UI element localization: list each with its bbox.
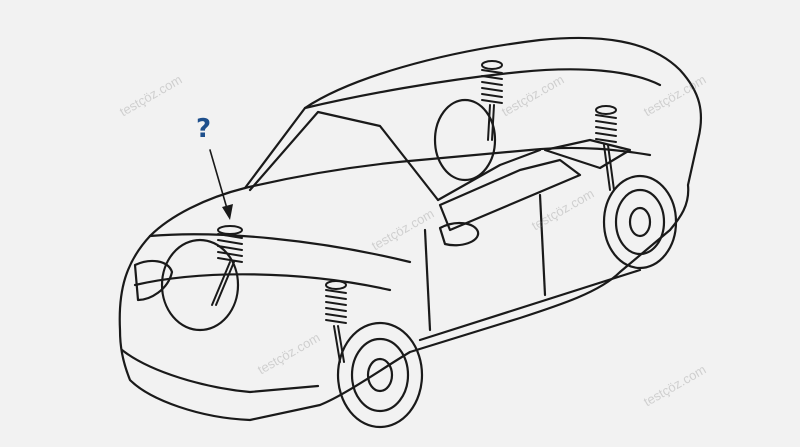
rear-window	[543, 138, 632, 170]
front-left-brake-disc	[160, 238, 240, 332]
hood-crease	[133, 273, 392, 292]
rear-left-brake-disc	[433, 98, 497, 182]
callout-arrow	[209, 149, 233, 220]
front-right-wheel	[336, 321, 424, 429]
windshield	[248, 110, 440, 202]
side-mirror	[438, 222, 480, 247]
rear-right-wheel	[602, 174, 678, 270]
rear-right-strut	[595, 105, 617, 191]
sill-line	[418, 268, 642, 342]
headlight	[133, 259, 174, 302]
door-line-rear	[538, 193, 547, 297]
front-bumper	[120, 348, 320, 394]
hood-line	[148, 233, 412, 264]
front-right-strut	[325, 280, 347, 363]
windshield-top	[303, 68, 662, 110]
car-body-outline	[118, 36, 702, 422]
roof-line	[243, 146, 652, 190]
side-window	[438, 158, 582, 232]
question-mark: ?	[196, 114, 212, 144]
a-pillar	[436, 148, 542, 202]
door-line-front	[423, 228, 432, 332]
front-left-strut	[211, 225, 243, 306]
rear-left-strut	[481, 60, 503, 141]
